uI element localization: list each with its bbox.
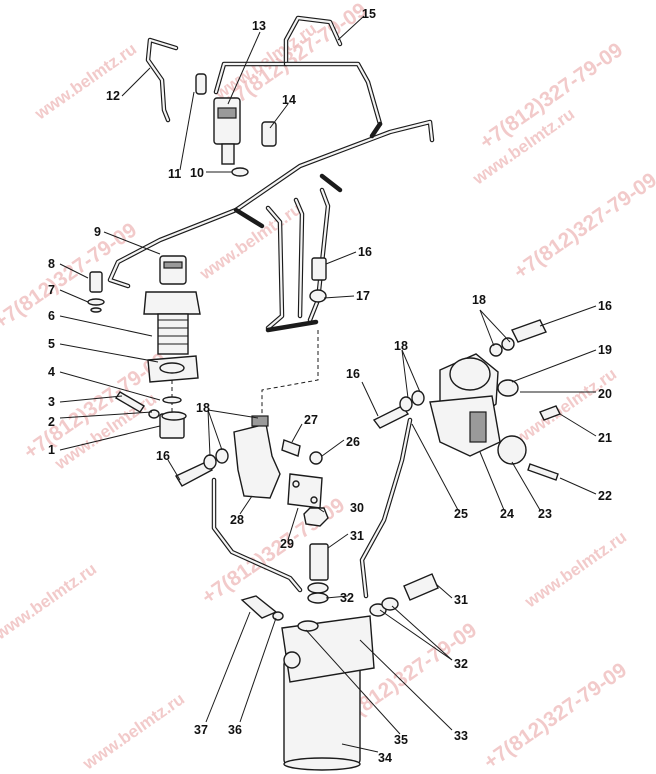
part-bolts-16-18	[175, 257, 547, 487]
callout-33: 33	[454, 729, 468, 743]
watermark-site: www.belmtz.ru	[521, 527, 630, 612]
part-fuel-transfer-pump-24	[429, 353, 561, 481]
watermark-phone: +7(812)327-79-09	[480, 658, 631, 774]
callout-11: 11	[168, 167, 181, 181]
callout-6: 6	[48, 309, 55, 323]
callout-16-left: 16	[156, 449, 170, 463]
callout-30: 30	[350, 501, 364, 515]
callout-21: 21	[598, 431, 612, 445]
callout-14: 14	[282, 93, 296, 107]
callout-16-pump: 16	[346, 367, 360, 381]
callout-34: 34	[378, 751, 392, 765]
callout-1: 1	[48, 443, 55, 457]
watermark-phone: +7(812)327-79-09	[0, 218, 141, 334]
watermark-site: www.belmtz.ru	[0, 559, 100, 644]
callout-4: 4	[48, 365, 55, 379]
callout-16-right: 16	[598, 299, 612, 313]
callout-5: 5	[48, 337, 55, 351]
callout-31-top: 31	[350, 529, 364, 543]
callout-37: 37	[194, 723, 208, 737]
callout-16-top: 16	[358, 245, 372, 259]
callout-25: 25	[454, 507, 468, 521]
fuel-lines	[107, 15, 435, 599]
callout-28: 28	[230, 513, 244, 527]
callout-36: 36	[228, 723, 242, 737]
part-banjo-fitting-28	[233, 415, 329, 527]
callout-13: 13	[252, 19, 266, 33]
callout-19: 19	[598, 343, 612, 357]
callout-26: 26	[346, 435, 360, 449]
callout-18-mid: 18	[394, 339, 408, 353]
callout-20: 20	[598, 387, 612, 401]
leader-lines	[59, 15, 597, 753]
callout-22: 22	[598, 489, 612, 503]
callout-7: 7	[48, 283, 55, 297]
callout-24: 24	[500, 507, 514, 521]
callout-12: 12	[106, 89, 120, 103]
callout-9: 9	[94, 225, 101, 239]
callout-31-right: 31	[454, 593, 468, 607]
part-fuel-filter-33-34	[240, 543, 439, 771]
callout-17: 17	[356, 289, 370, 303]
callout-10: 10	[190, 166, 204, 180]
callout-labels: 1 2 3 4 5 6 7 8 9 10 11 12 13 14 15 16 1…	[48, 7, 612, 765]
callout-3: 3	[48, 395, 55, 409]
callout-18-left: 18	[196, 401, 210, 415]
callout-23: 23	[538, 507, 552, 521]
callout-29: 29	[280, 537, 294, 551]
watermark-site: www.belmtz.ru	[31, 39, 140, 124]
callout-15: 15	[362, 7, 376, 21]
part-fuel-pump-section	[143, 255, 201, 439]
watermark-site: www.belmtz.ru	[196, 199, 305, 284]
watermark-phone: +7(812)327-79-09	[510, 168, 656, 284]
callout-2: 2	[48, 415, 55, 429]
callout-32-top: 32	[340, 591, 354, 605]
callout-27: 27	[304, 413, 318, 427]
callout-35: 35	[394, 733, 408, 747]
callout-32-right: 32	[454, 657, 468, 671]
part-injector-nozzle	[195, 73, 277, 177]
callout-8: 8	[48, 257, 55, 271]
watermark-site: www.belmtz.ru	[79, 689, 188, 774]
callout-18-right: 18	[472, 293, 486, 307]
